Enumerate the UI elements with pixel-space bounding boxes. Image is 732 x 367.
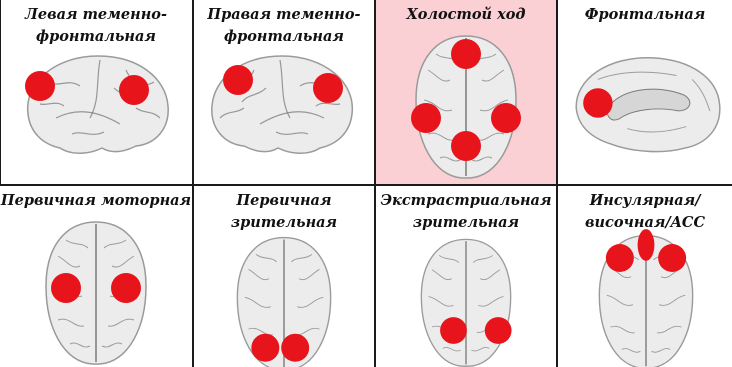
roi-marker <box>411 103 441 133</box>
roi-marker <box>51 273 81 303</box>
roi-marker <box>440 317 467 344</box>
panel-insular-temporal-acc: Инсулярная/ височная/ACC <box>558 186 732 367</box>
roi-marker <box>223 65 253 95</box>
panel-default-mode: Холостой ход <box>376 0 556 184</box>
panel-title: Холостой ход <box>376 4 556 26</box>
roi-marker <box>583 88 612 117</box>
brain-axial <box>34 216 158 366</box>
roi-marker <box>606 244 634 272</box>
grid-divider <box>0 184 732 186</box>
roi-marker <box>658 244 686 272</box>
panel-primary-motor: Первичная моторная <box>0 186 192 367</box>
roi-marker <box>281 334 309 362</box>
panel-title: Экстрастриальная зрительная <box>376 190 556 234</box>
roi-marker <box>111 273 141 303</box>
roi-marker <box>491 103 521 133</box>
roi-marker <box>485 317 512 344</box>
panel-primary-visual: Первичная зрительная <box>194 186 374 367</box>
panel-extrastriate-visual: Экстрастриальная зрительная <box>376 186 556 367</box>
panel-title: Правая теменно- фронтальная <box>194 4 374 48</box>
panel-frontal: Фронтальная <box>558 0 732 184</box>
panel-right-parietofrontal: Правая теменно- фронтальная <box>194 0 374 184</box>
brain-medial <box>568 50 726 158</box>
panel-title: Левая теменно- фронтальная <box>0 4 192 48</box>
roi-marker <box>451 39 481 69</box>
brain-axial <box>582 230 710 367</box>
lateral-brain-shape <box>28 56 169 153</box>
brain-axial <box>402 30 530 180</box>
panel-title: Первичная зрительная <box>194 190 374 234</box>
roi-marker <box>119 75 149 105</box>
roi-marker <box>313 73 343 103</box>
panel-left-parietofrontal: Левая теменно- фронтальная <box>0 0 192 184</box>
panel-title: Первичная моторная <box>0 190 192 212</box>
brain-axial <box>220 232 348 367</box>
brain-lateral-right <box>204 48 364 158</box>
roi-marker <box>451 131 481 161</box>
brain-axial <box>402 234 530 367</box>
roi-marker <box>25 71 55 101</box>
axial-brain-shape <box>421 239 510 366</box>
brain-lateral-left <box>16 48 176 158</box>
panel-title: Фронтальная <box>558 4 732 26</box>
roi-marker <box>251 334 279 362</box>
panel-title: Инсулярная/ височная/ACC <box>558 190 732 234</box>
